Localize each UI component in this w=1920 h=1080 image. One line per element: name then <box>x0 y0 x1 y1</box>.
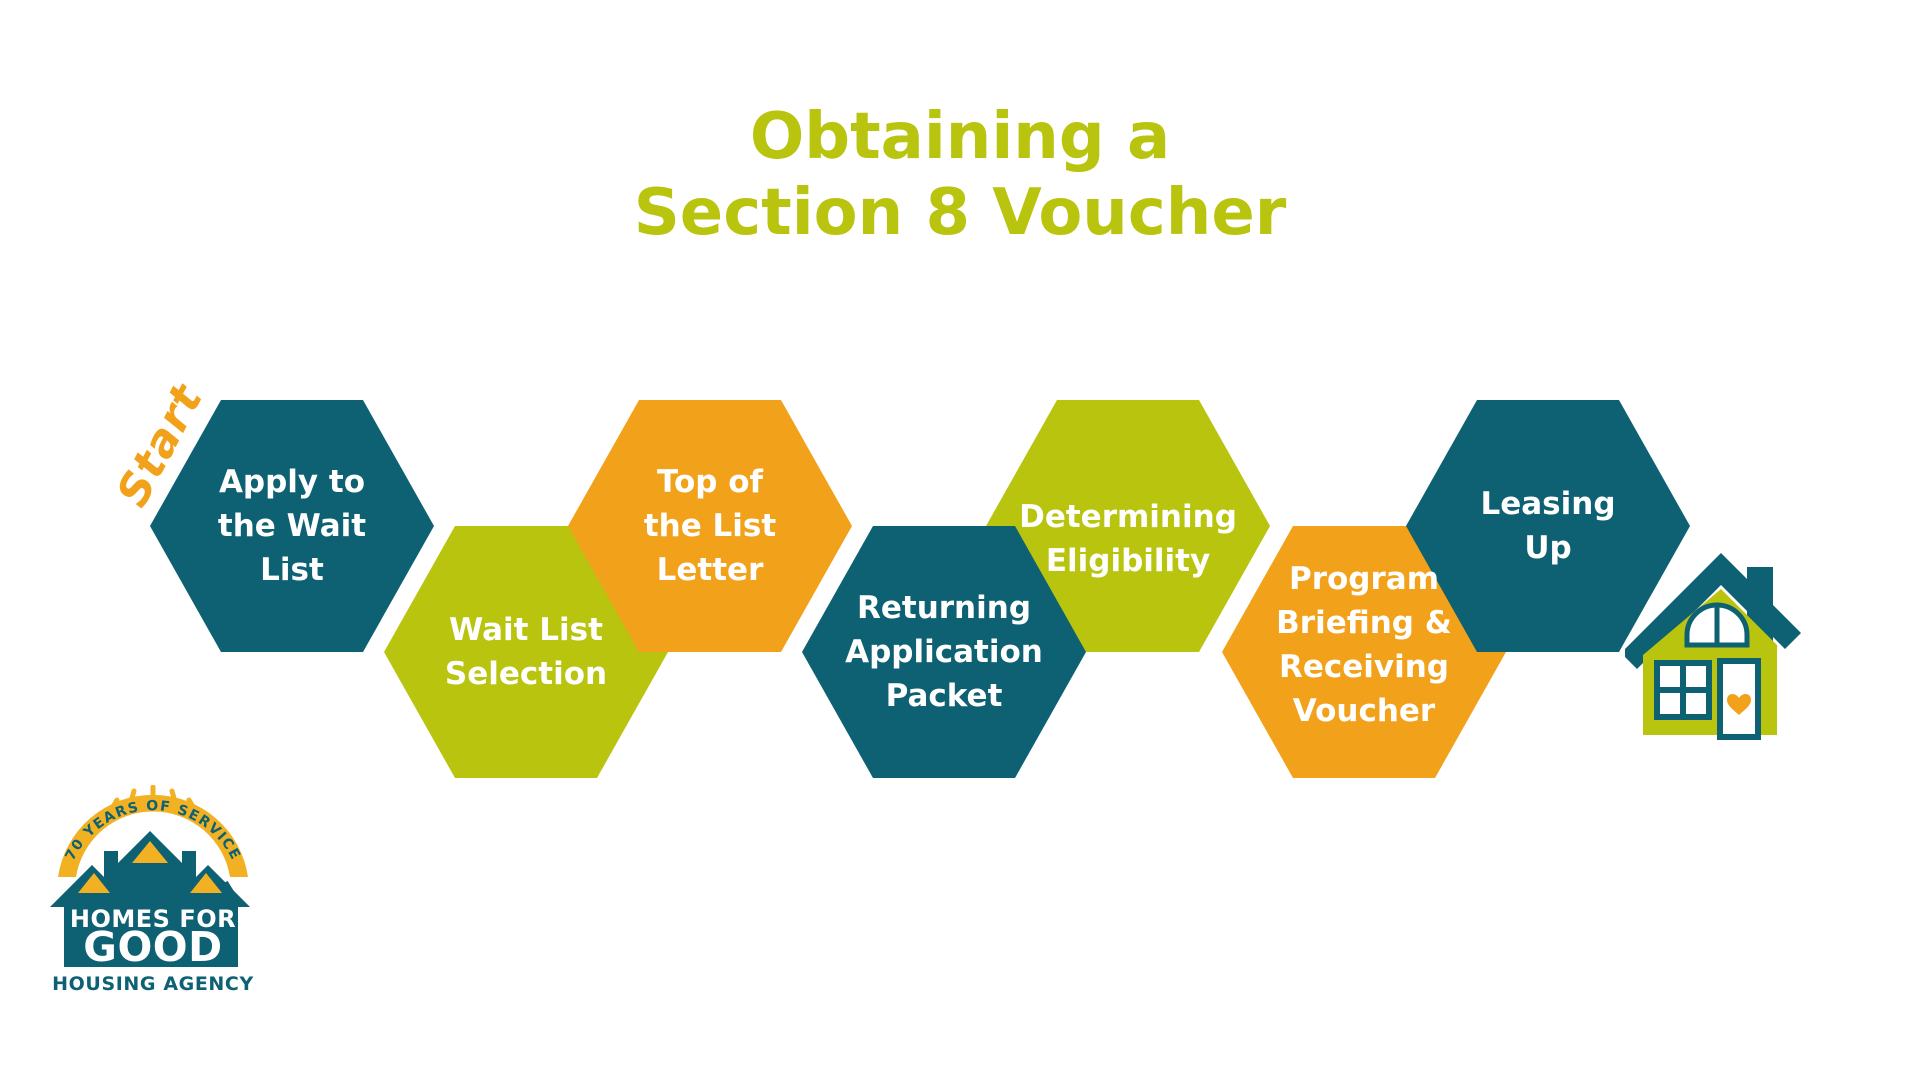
logo-name-line-1: HOMES FOR <box>70 905 236 933</box>
flow-step-4-label: Returning Application Packet <box>845 589 1043 714</box>
logo-name-line-2: GOOD <box>83 923 222 971</box>
house-icon <box>1621 545 1825 759</box>
page-title: Obtaining a Section 8 Voucher <box>0 100 1920 251</box>
title-line-2: Section 8 Voucher <box>633 175 1287 250</box>
title-line-1: Obtaining a <box>749 100 1171 174</box>
flow-step-1-label: Apply to the Wait List <box>217 463 367 588</box>
homes-for-good-logo: 70 YEARS OF SERVICE HOMES FOR GOOD HOUSI… <box>48 784 258 1004</box>
flow-step-7-label: Leasing Up <box>1480 485 1616 566</box>
logo-tagline: HOUSING AGENCY <box>52 973 254 995</box>
flow-step-3-label: Top of the List Letter <box>643 463 777 588</box>
flow-step-1[interactable]: Apply to the Wait List <box>150 400 434 652</box>
